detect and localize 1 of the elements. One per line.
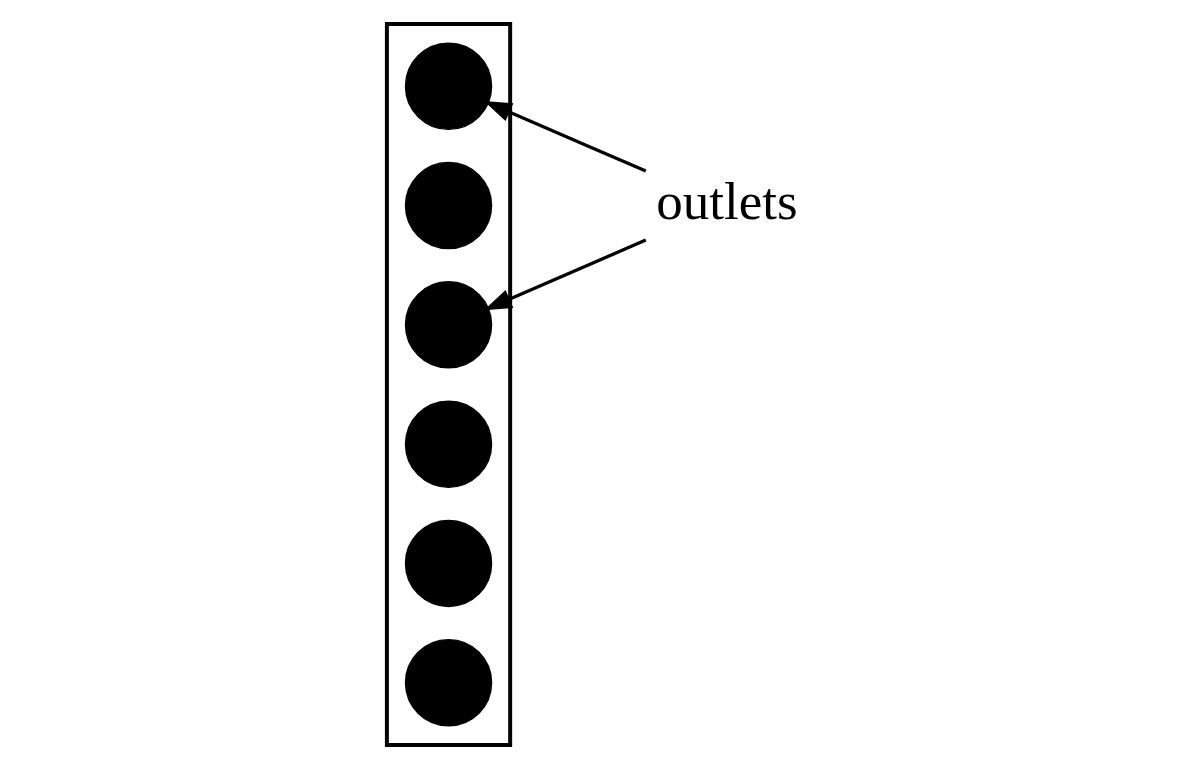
node-text: outlets (655, 171, 798, 230)
